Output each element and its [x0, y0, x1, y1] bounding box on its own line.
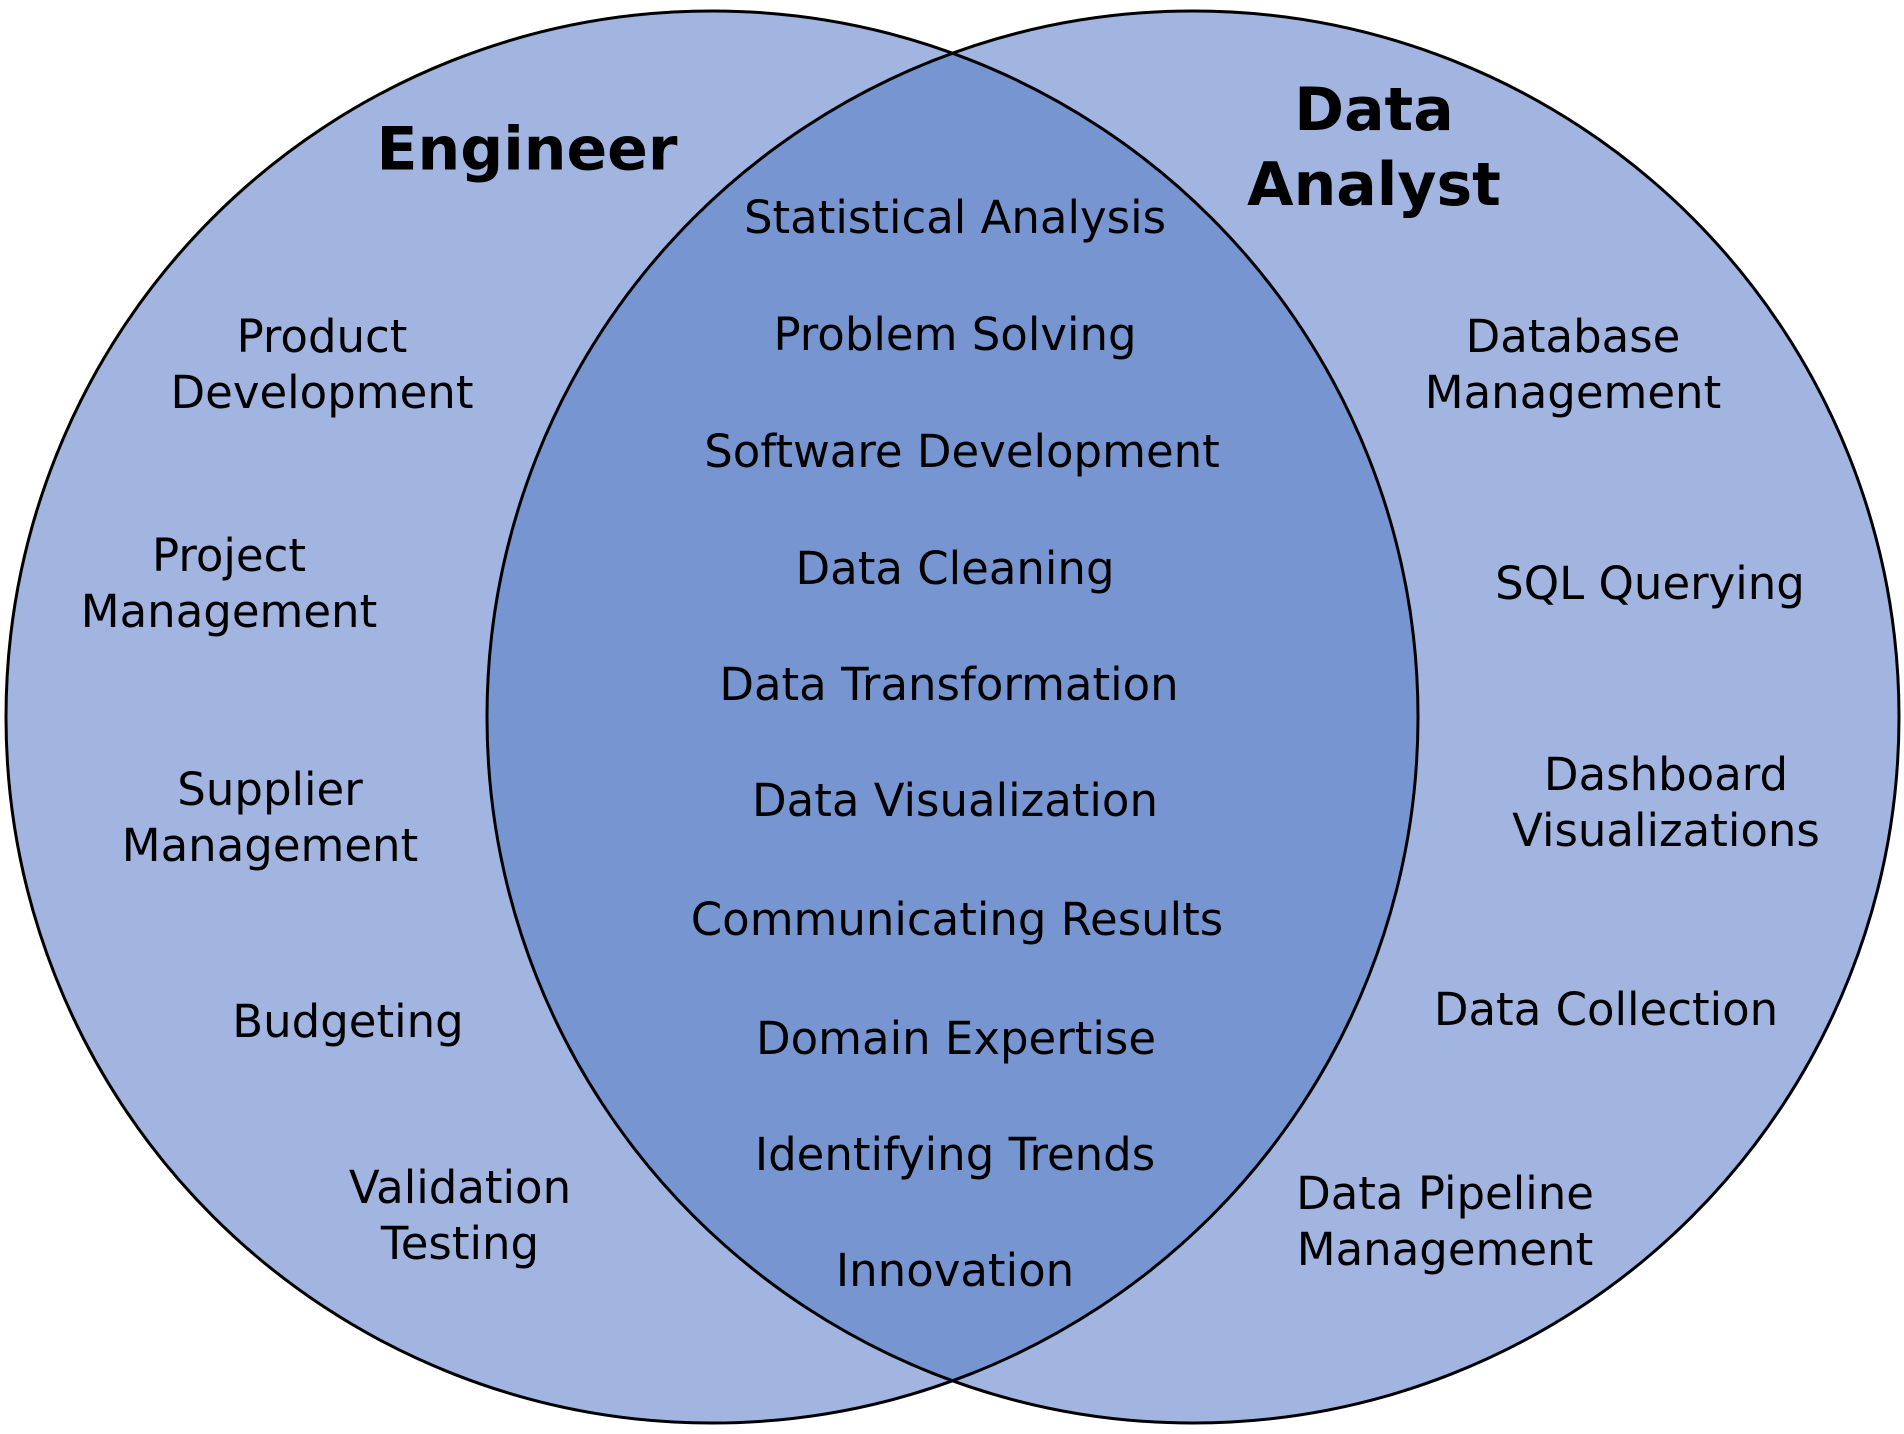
shared-item-statistical-analysis: Statistical Analysis [743, 190, 1167, 244]
analyst-item-data-collection: Data Collection [1433, 982, 1779, 1036]
shared-item-data-visualization: Data Visualization [752, 773, 1158, 827]
data-analyst-circle-outline [485, 9, 1901, 1425]
overlap-region [487, 11, 1418, 1423]
engineer-item-product-development: Product Development [170, 309, 474, 419]
data-analyst-title: Data Analyst [1247, 75, 1501, 220]
shared-item-domain-expertise: Domain Expertise [755, 1011, 1157, 1065]
shared-item-problem-solving: Problem Solving [773, 307, 1137, 361]
shared-item-identifying-trends: Identifying Trends [754, 1127, 1156, 1181]
engineer-circle-outline [4, 9, 1420, 1425]
engineer-item-budgeting: Budgeting [232, 994, 464, 1048]
analyst-item-dashboard-visualizations: Dashboard Visualizations [1512, 747, 1820, 857]
shared-item-innovation: Innovation [835, 1243, 1075, 1297]
analyst-item-sql-querying: SQL Querying [1495, 556, 1805, 610]
shared-item-data-cleaning: Data Cleaning [795, 541, 1115, 595]
analyst-item-database-management: Database Management [1424, 309, 1722, 419]
engineer-item-supplier-management: Supplier Management [121, 762, 419, 872]
shared-item-communicating-results: Communicating Results [690, 892, 1224, 946]
engineer-item-project-management: Project Management [80, 528, 378, 638]
shared-item-software-development: Software Development [704, 424, 1220, 478]
engineer-title: Engineer [376, 114, 678, 185]
engineer-item-validation-testing: Validation Testing [348, 1160, 572, 1270]
analyst-item-data-pipeline-management: Data Pipeline Management [1296, 1166, 1594, 1276]
shared-item-data-transformation: Data Transformation [719, 657, 1179, 711]
